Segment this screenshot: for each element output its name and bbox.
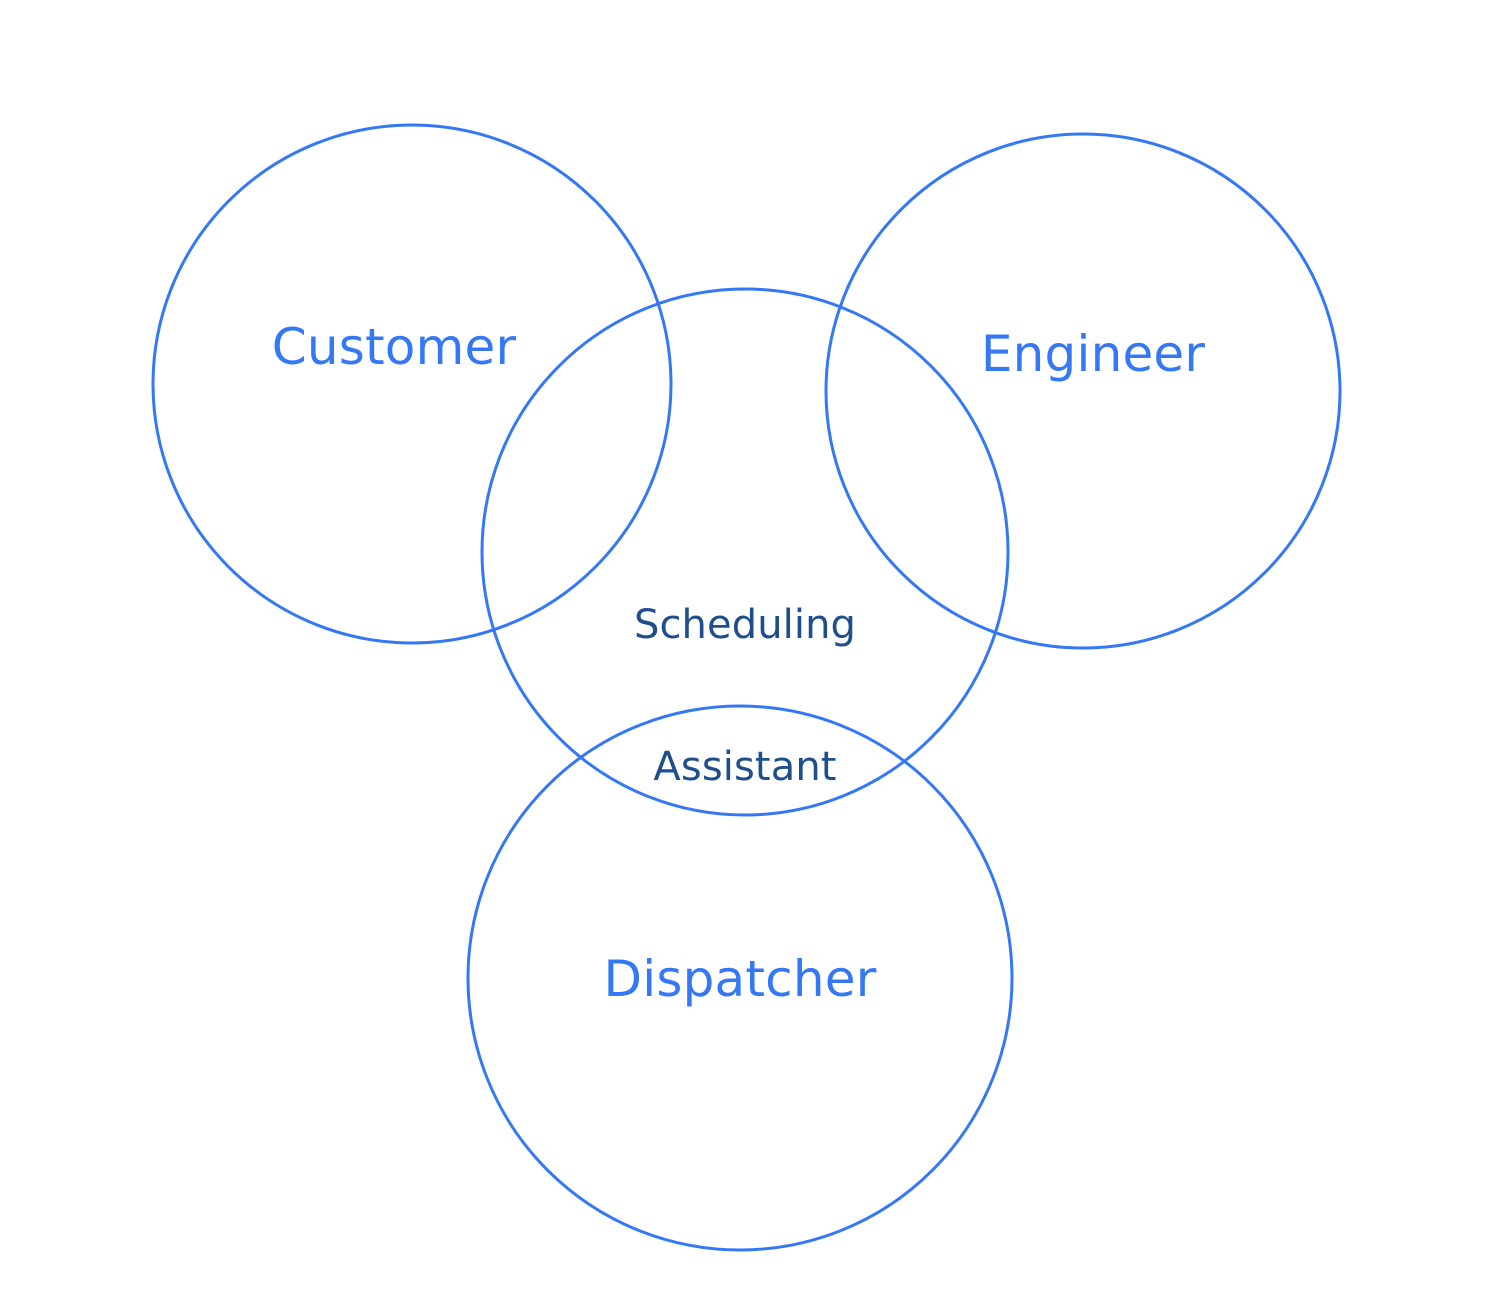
circle-scheduling-assistant[interactable] <box>480 287 1010 817</box>
circle-customer[interactable] <box>151 123 673 645</box>
circle-dispatcher[interactable] <box>466 704 1014 1252</box>
circle-engineer[interactable] <box>824 132 1342 650</box>
